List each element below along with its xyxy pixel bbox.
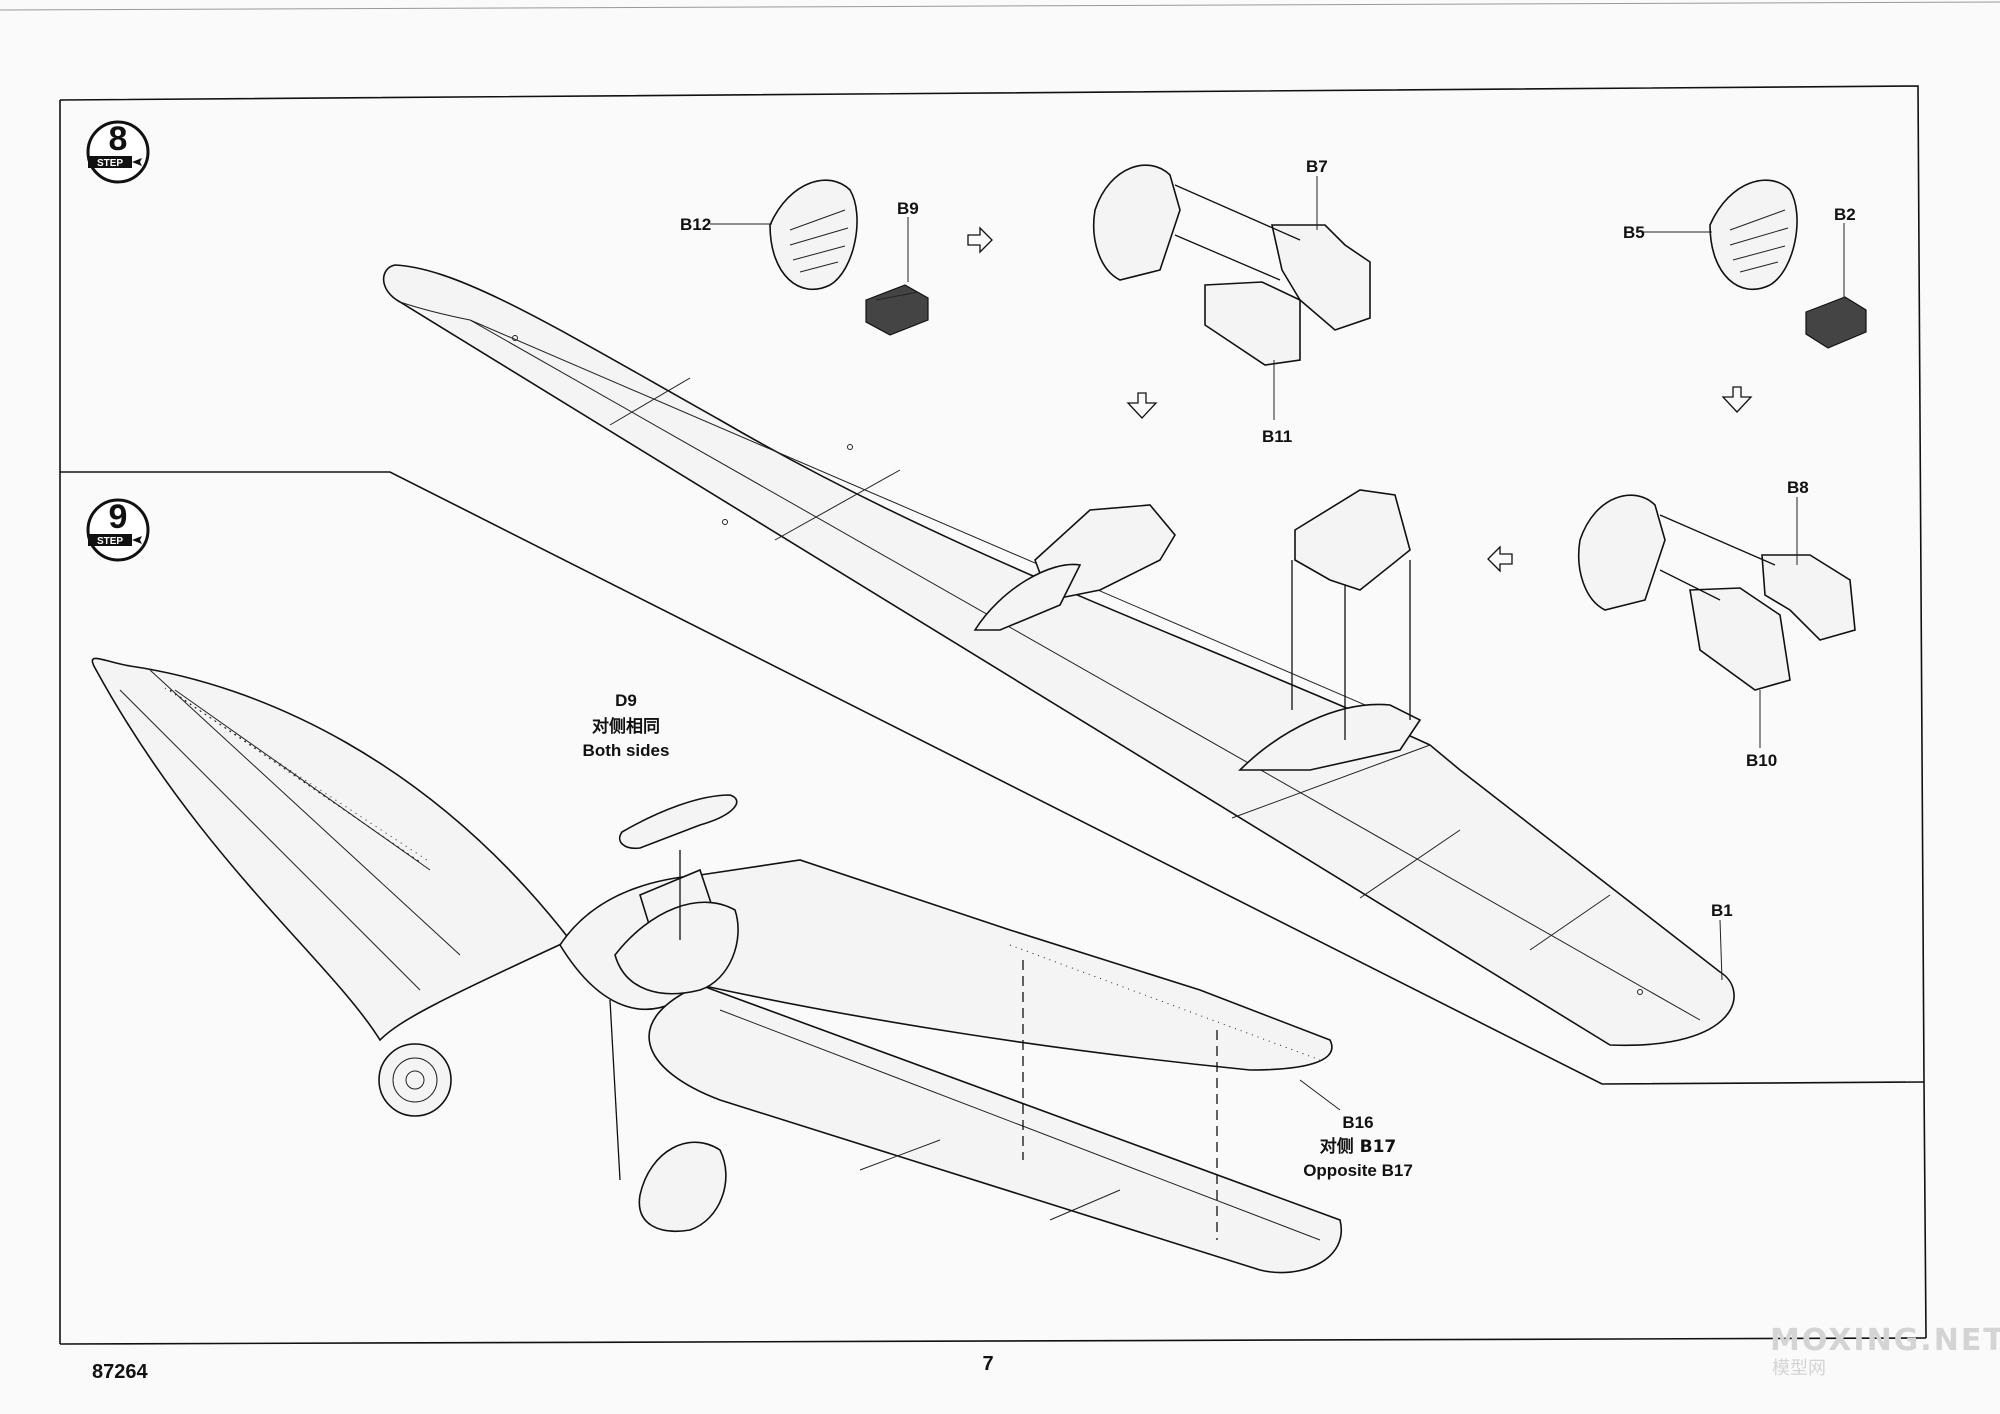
page-frame [59,85,1927,1345]
label-b10: B10 [1746,751,1777,770]
watermark-cn: 模型网 [1772,1358,1826,1379]
plane-icon [132,158,142,166]
flap-hatching [164,687,1321,1061]
nacelle-right-assembly [1577,494,1856,691]
part-d9 [618,794,738,940]
arrow-right-icon [967,226,993,254]
scan-edge [0,1,2000,11]
plane-icon [132,536,142,544]
label-b12: B12 [680,215,711,234]
label-b1: B1 [1711,901,1733,920]
label-d9-en: Both sides [583,741,670,760]
step-9-word: STEP [97,536,123,547]
leader-lines [710,176,1845,981]
guide-lines [609,960,1341,1240]
step-8-badge: 8 STEP [86,120,150,184]
page-number: 7 [982,1353,993,1375]
step-9-number: 9 [109,498,128,536]
label-b16-en: Opposite B17 [1303,1161,1413,1180]
label-b7: B7 [1306,157,1328,176]
label-d9-cn: 对侧相同 [592,716,660,737]
kit-number: 87264 [92,1361,148,1383]
label-b16-cn: 对侧 B17 [1320,1136,1397,1157]
watermark: MOXING.NET [1770,1323,2000,1358]
bulkhead-b12 [769,179,858,291]
bulkhead-b5 [1709,179,1798,291]
nacelle-top-assembly [1092,164,1371,366]
step-8-number: 8 [109,120,128,158]
flow-arrows [967,226,1753,573]
step-8-word: STEP [97,158,123,169]
step-divider [60,471,1925,1085]
wing-full-assembly [91,657,1343,1274]
arrow-left-icon [1487,545,1513,573]
nacelle-mid-assembly [1291,489,1411,740]
part-b2 [1805,296,1867,349]
label-b16: B16 [1342,1113,1373,1132]
wing-b1 [382,264,1735,1047]
label-b8: B8 [1787,478,1809,497]
label-b9: B9 [897,199,919,218]
label-b5: B5 [1623,223,1645,242]
arrow-down-icon [1721,386,1753,413]
arrow-down-icon [1126,392,1158,419]
step-9-badge: 9 STEP [86,498,150,562]
label-b11: B11 [1262,427,1292,446]
part-labels: B12 B9 B7 B11 B5 B2 B8 B10 B1 D9 对侧相同 Bo… [583,157,1856,1180]
label-d9: D9 [615,691,637,710]
label-b2: B2 [1834,205,1856,224]
part-b9 [865,284,929,336]
